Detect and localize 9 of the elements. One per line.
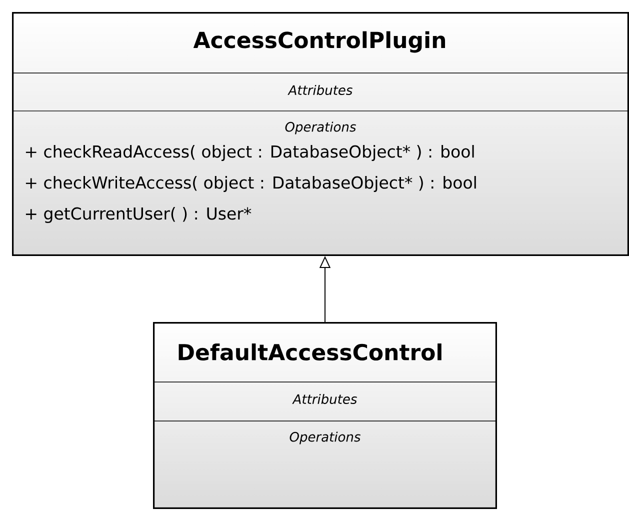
operation-text: + checkReadAccess( object : DatabaseObject* ) : bool xyxy=(26,145,474,161)
compartment-label: Operations xyxy=(285,122,356,134)
compartment-label: Attributes xyxy=(288,84,352,96)
class-name: DefaultAccessControl xyxy=(178,343,442,360)
operation-text: + getCurrentUser( ) : User* xyxy=(26,207,252,223)
operation-text: + checkWriteAccess( object : DatabaseObject* ) : bool xyxy=(26,176,476,192)
compartment-label: Attributes xyxy=(292,394,357,404)
compartment-label: Operations xyxy=(290,432,360,444)
class-name: AccessControlPlugin xyxy=(193,31,446,53)
